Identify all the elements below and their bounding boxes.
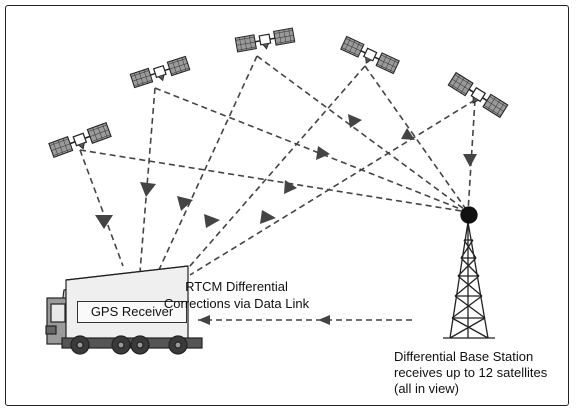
signal-line [182, 65, 366, 275]
base-station-line1: Differential Base Station [394, 349, 534, 364]
arrowhead [348, 114, 362, 128]
gps-receiver-label: GPS Receiver [77, 301, 187, 323]
arrowhead [204, 214, 220, 228]
signal-line [154, 87, 469, 213]
arrowhead [463, 154, 477, 167]
arrowhead [316, 146, 330, 160]
satellite-icon [339, 35, 400, 77]
signal-line [79, 149, 469, 213]
tower-icon [443, 206, 495, 339]
arrowhead [260, 210, 276, 224]
signal-line [139, 87, 156, 273]
arrowhead [284, 180, 297, 194]
data-link-line2: Corrections via Data Link [163, 296, 310, 311]
signal-line [157, 55, 258, 273]
satellite-signal-lines [79, 55, 476, 321]
signal-line [189, 99, 476, 276]
signal-line [79, 149, 124, 267]
arrowhead [198, 315, 210, 325]
arrowhead [140, 182, 156, 197]
diagram-frame [5, 5, 569, 406]
signal-arrowheads [95, 114, 477, 325]
base-station-line3: (all in view) [394, 381, 460, 396]
arrowhead [318, 315, 330, 325]
data-link-caption: RTCM Differential Corrections via Data L… [0, 278, 473, 312]
base-station-line2: receives up to 12 satellites [394, 365, 548, 380]
data-link-line1: RTCM Differential [185, 279, 288, 294]
satellite-icon [129, 55, 192, 91]
signal-line [467, 99, 476, 213]
base-station-caption: Differential Base Station receives up to… [394, 349, 547, 397]
arrowhead [177, 196, 193, 211]
arrowhead [401, 128, 415, 140]
satellite-icon [234, 27, 296, 55]
arrowhead [95, 215, 113, 229]
signal-line [256, 55, 469, 213]
